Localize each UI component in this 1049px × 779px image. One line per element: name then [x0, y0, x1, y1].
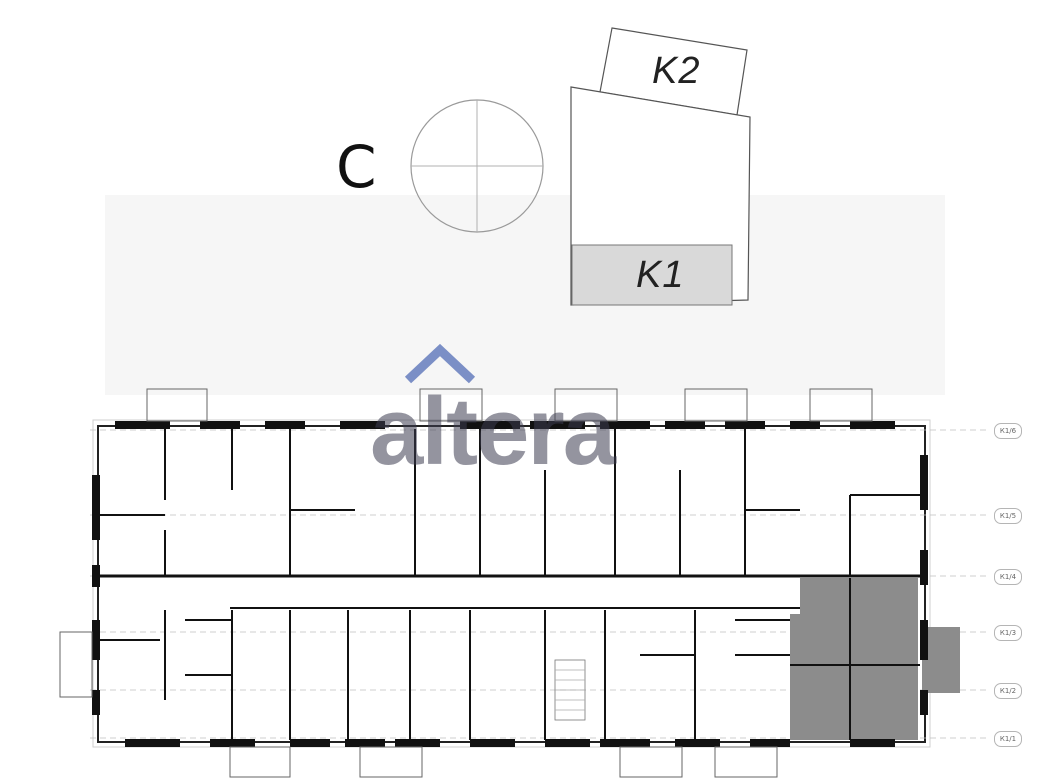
- floor-plan: [59, 388, 990, 778]
- axis-tag: К1/4: [994, 569, 1022, 585]
- axis-tag: К1/1: [994, 731, 1022, 747]
- compass-north-letter: C: [336, 133, 377, 201]
- axis-tag: К1/5: [994, 508, 1022, 524]
- compass-icon: [410, 99, 544, 233]
- selected-apartment: [790, 578, 918, 740]
- wall-segments: [92, 421, 928, 747]
- building-k1-highlight: [571, 244, 733, 306]
- background-texture: [105, 195, 945, 395]
- partitions: [100, 429, 920, 740]
- balconies: [59, 388, 873, 778]
- axis-tag: К1/6: [994, 423, 1022, 439]
- site-plan: [570, 27, 751, 306]
- logo-chevron-icon: [404, 343, 476, 384]
- building-k1-label: K1: [636, 254, 685, 296]
- axis-tag: К1/3: [994, 625, 1022, 641]
- building-k2-label: K2: [652, 50, 701, 92]
- selected-apartment-balcony: [922, 627, 960, 693]
- staircase: [554, 659, 586, 721]
- axis-tag: К1/2: [994, 683, 1022, 699]
- logo-wordmark: altera: [370, 378, 616, 485]
